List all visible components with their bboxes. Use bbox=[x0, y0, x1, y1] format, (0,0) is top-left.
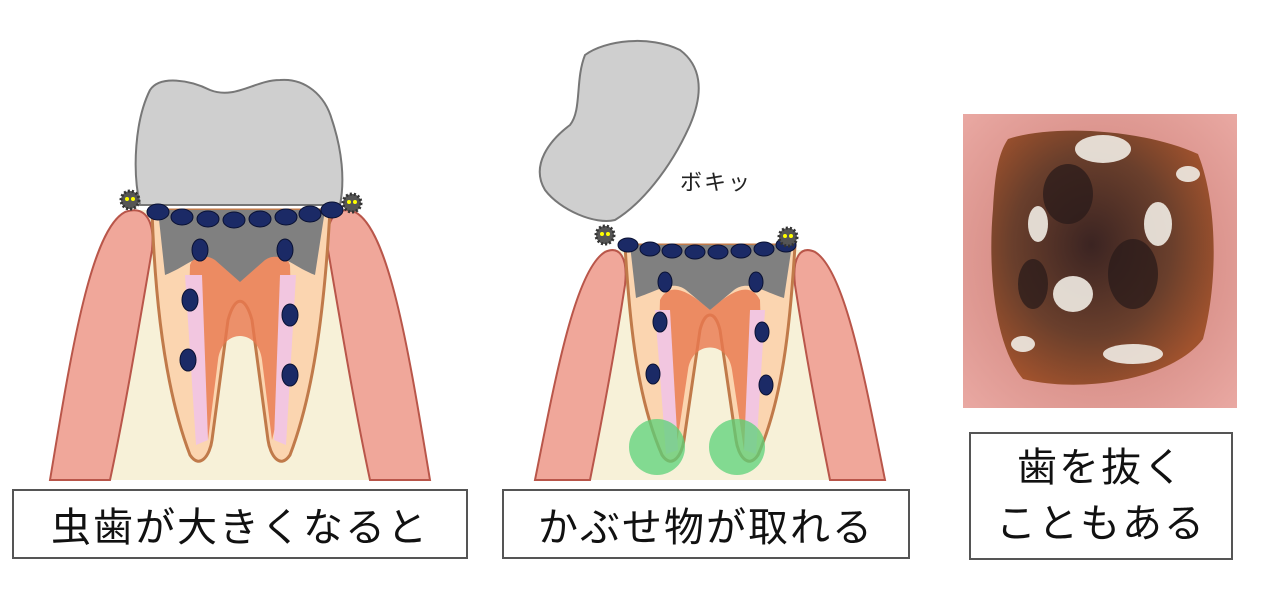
jaw-bone bbox=[535, 250, 885, 480]
caption-crown-comes-off-text: かぶせ物が取れる bbox=[538, 505, 874, 551]
germ-left bbox=[594, 224, 616, 246]
tooth-pulp bbox=[659, 289, 761, 450]
tooth-crown-off-diagram bbox=[533, 40, 887, 481]
germ-right bbox=[341, 192, 363, 214]
infection-left bbox=[629, 419, 685, 475]
infection-right bbox=[709, 419, 765, 475]
decayed-tooth-photo bbox=[963, 114, 1237, 408]
gum-left bbox=[533, 249, 627, 481]
bacteria-chain bbox=[146, 201, 344, 387]
snap-sound-effect: ボキッ bbox=[680, 171, 753, 196]
detached-crown bbox=[538, 40, 700, 222]
gum-left bbox=[48, 209, 154, 481]
caption-crown-comes-off: かぶせ物が取れる bbox=[502, 489, 910, 559]
root-canal-right bbox=[744, 310, 765, 454]
caption-cavity-grows: 虫歯が大きくなると bbox=[12, 489, 468, 559]
gum-right bbox=[793, 249, 887, 481]
photo-dark-cavities bbox=[1018, 164, 1158, 309]
germ-right bbox=[777, 226, 799, 248]
photo-white-debris bbox=[1011, 135, 1200, 364]
root-canal-left bbox=[655, 310, 678, 454]
decay-area bbox=[630, 245, 792, 310]
caption-cavity-grows-text: 虫歯が大きくなると bbox=[51, 505, 429, 551]
germ-left bbox=[119, 189, 141, 211]
caption-may-extract-line2: こともある bbox=[996, 501, 1206, 547]
caption-may-extract-line1: 歯を抜く bbox=[1017, 445, 1185, 491]
caption-may-extract: 歯を抜く こともある bbox=[969, 432, 1233, 560]
crown-cap bbox=[134, 78, 344, 206]
decay-area bbox=[158, 210, 325, 282]
tooth-pulp bbox=[189, 253, 291, 440]
tooth-with-crown-diagram bbox=[48, 78, 432, 481]
